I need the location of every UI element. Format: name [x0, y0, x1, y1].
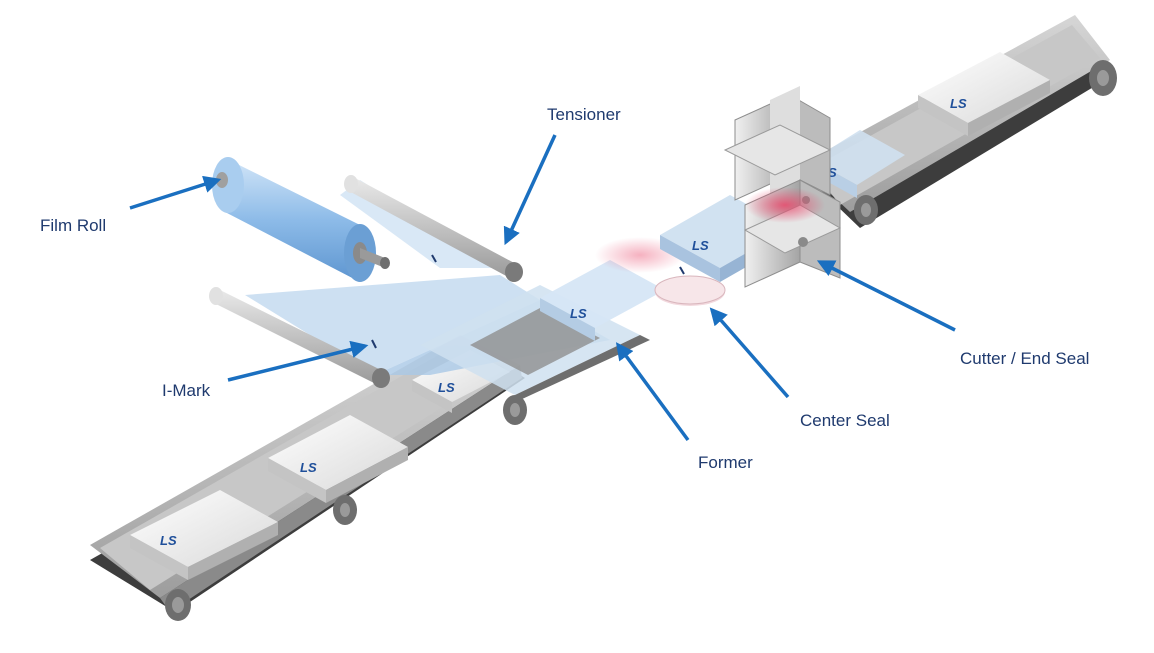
seal-glow — [745, 187, 825, 223]
label-former: Former — [698, 453, 753, 472]
label-i-mark: I-Mark — [162, 381, 211, 400]
product-logo: LS — [692, 238, 709, 253]
product-logo: LS — [300, 460, 317, 475]
callout-arrows — [129, 134, 956, 442]
arrow-tensioner — [503, 134, 557, 246]
product-logo: LS — [570, 306, 587, 321]
conveyor-roller — [854, 195, 878, 225]
product-box: LS — [918, 52, 1050, 136]
label-cutter-end-seal: Cutter / End Seal — [960, 349, 1089, 368]
product-box: LS — [268, 415, 408, 503]
conveyor-roller — [503, 395, 527, 425]
label-center-seal: Center Seal — [800, 411, 890, 430]
center-seal-wheel — [654, 275, 726, 306]
lower-guide-rod — [209, 287, 390, 388]
product-logo: LS — [438, 380, 455, 395]
arrow-center-seal — [709, 307, 790, 399]
conveyor-roller — [165, 589, 191, 621]
wrapped-package: LS — [540, 260, 665, 341]
i-mark-ticks — [371, 254, 685, 349]
label-tensioner: Tensioner — [547, 105, 621, 124]
conveyor-roller — [1089, 60, 1117, 96]
product-logo: LS — [160, 533, 177, 548]
film-roll — [212, 157, 390, 282]
arrow-cutter-end-seal — [816, 260, 956, 332]
label-film-roll: Film Roll — [40, 216, 106, 235]
arrow-film-roll — [129, 175, 222, 210]
arrow-i-mark — [227, 340, 369, 382]
cutter-end-seal — [723, 86, 842, 288]
tensioner-rod — [344, 175, 523, 282]
arrow-former — [615, 342, 690, 442]
conveyor-roller — [333, 495, 357, 525]
product-box: LS — [130, 490, 278, 580]
product-logo: LS — [950, 96, 967, 111]
